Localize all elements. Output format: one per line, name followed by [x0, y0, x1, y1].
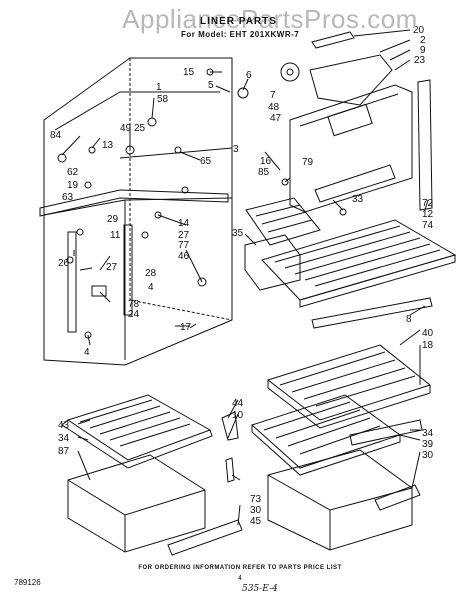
fresh-food-shelf-upper	[266, 344, 432, 421]
callout-23: 23	[414, 55, 426, 66]
crisper-cover-left	[66, 394, 212, 461]
callout-79: 79	[302, 157, 314, 168]
crisper-trim-right	[374, 484, 421, 511]
callout-30: 30	[422, 450, 434, 461]
callout-46: 46	[178, 251, 190, 262]
callout-58: 58	[157, 94, 169, 105]
document-code: 535-E-4	[242, 584, 278, 594]
callout-29: 29	[107, 214, 119, 225]
page-number: 4	[238, 575, 242, 582]
callout-62: 62	[67, 167, 79, 178]
top-trim-strip	[311, 31, 355, 49]
callout-5: 5	[208, 80, 214, 91]
callout-30b: 30	[250, 505, 262, 516]
shelf-trim-8	[311, 297, 433, 329]
callout-13: 13	[102, 140, 114, 151]
callout-27: 27	[178, 230, 190, 241]
callout-20: 20	[413, 25, 425, 36]
callout-77: 77	[178, 240, 190, 251]
callout-28: 28	[145, 268, 157, 279]
callout-73: 73	[250, 494, 262, 505]
watermark: AppliancePartsPros.com	[122, 4, 418, 34]
freezer-shelf	[261, 219, 457, 301]
callout-63: 63	[62, 192, 74, 203]
divider-rail	[39, 189, 229, 217]
callout-25: 25	[134, 123, 146, 134]
catalog-number: 789126	[14, 578, 41, 587]
callout-7: 7	[270, 90, 276, 101]
crisper-drawer-left	[67, 454, 206, 553]
callout-2: 2	[420, 35, 426, 46]
evaporator-cover	[289, 84, 413, 213]
callout-19: 19	[67, 180, 79, 191]
callout-34: 34	[422, 428, 434, 439]
fresh-food-shelf-lower	[251, 394, 402, 469]
callout-26: 26	[58, 258, 70, 269]
callout-43: 43	[58, 420, 70, 431]
callout-45: 45	[250, 516, 262, 527]
callout-35: 35	[232, 228, 244, 239]
crisper-drawer-right	[267, 449, 413, 551]
right-trim	[417, 79, 433, 211]
page-title: LINER PARTS	[200, 16, 277, 27]
bottom-trim	[167, 519, 243, 556]
callout-15: 15	[183, 67, 195, 78]
callout-24: 24	[128, 309, 140, 320]
ice-bucket	[244, 234, 301, 291]
callout-9: 9	[420, 45, 426, 56]
callout-84: 84	[50, 130, 62, 141]
callout-3: 3	[233, 144, 239, 155]
callout-27b: 27	[106, 262, 118, 273]
callout-72: 72	[422, 198, 434, 209]
callout-40: 40	[422, 328, 434, 339]
callout-17: 17	[180, 322, 192, 333]
fan-assembly	[309, 54, 393, 106]
callout-18: 18	[422, 340, 434, 351]
callout-8: 8	[406, 314, 412, 325]
callout-47: 47	[270, 113, 282, 124]
callout-12: 12	[422, 209, 434, 220]
callout-49: 49	[120, 123, 132, 134]
callout-87: 87	[58, 446, 70, 457]
callout-11: 11	[110, 230, 121, 241]
callout-1: 1	[156, 82, 162, 93]
callout-39: 39	[422, 439, 434, 450]
callout-6: 6	[246, 70, 252, 81]
callout-34b: 34	[58, 433, 70, 444]
callout-85: 85	[258, 167, 270, 178]
callout-74: 74	[422, 220, 434, 231]
model-line: For Model: EHT 201XKWR-7	[181, 30, 300, 39]
callout-4b: 4	[84, 347, 90, 358]
callout-16: 16	[260, 156, 272, 167]
callout-10: 10	[232, 410, 244, 421]
callout-33: 33	[352, 194, 364, 205]
callout-4: 4	[148, 282, 154, 293]
callout-44: 44	[232, 398, 244, 409]
callout-labels: 20 2 9 23 15 6 5 1 58 7 48 47 84 49 25 1…	[50, 25, 434, 527]
callout-78: 78	[128, 299, 140, 310]
callout-65: 65	[200, 156, 212, 167]
ice-tray	[245, 197, 321, 246]
ordering-info: FOR ORDERING INFORMATION REFER TO PARTS …	[138, 565, 342, 571]
callout-48: 48	[268, 102, 280, 113]
callout-14: 14	[178, 218, 190, 229]
